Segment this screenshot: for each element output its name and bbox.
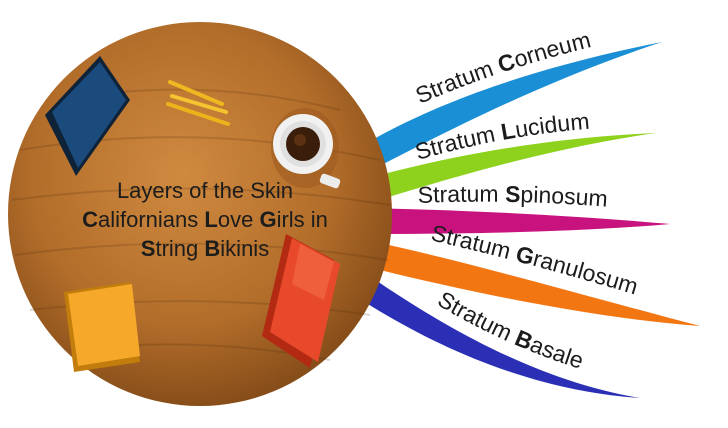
mnemonic-word: Love — [204, 207, 254, 232]
coffee-cup-icon — [271, 108, 341, 189]
mnemonic-word: Girls — [259, 207, 305, 232]
branch-ribbons — [352, 42, 700, 398]
branch-initial: L — [499, 117, 517, 145]
red-notebook-icon — [262, 234, 340, 368]
mnemonic-word: String — [140, 236, 199, 261]
mnemonic-word: Californians — [82, 207, 199, 232]
branch-initial: G — [513, 240, 537, 270]
branch-label-spinosum: Stratum Spinosum — [417, 181, 608, 212]
branch-initial: C — [494, 48, 518, 78]
central-topic: Layers of the Skin Californians Love Gir… — [40, 176, 370, 263]
branch-ribbon-lucidum — [362, 133, 656, 204]
pencils-icon — [166, 80, 230, 126]
mnemonic-word: in — [310, 207, 328, 232]
branch-rest: pinosum — [520, 181, 609, 212]
branch-initial: S — [505, 181, 521, 207]
mnemonic-line-1: Californians Love Girls in — [40, 205, 370, 234]
central-topic-title: Layers of the Skin — [116, 178, 294, 203]
mnemonic-line-2: String Bikinis — [40, 234, 370, 263]
branch-ribbon-corneum — [355, 42, 662, 176]
branch-rest: asale — [527, 331, 587, 374]
branch-ribbon-spinosum — [366, 208, 670, 234]
yellow-notebook-icon — [64, 282, 140, 372]
branch-rest: ucidum — [513, 108, 590, 143]
branch-prefix: Stratum — [417, 181, 505, 208]
blue-book-icon — [45, 56, 130, 176]
branch-ribbon-granulosum — [364, 240, 700, 326]
mnemonic-word: Bikinis — [204, 236, 270, 261]
